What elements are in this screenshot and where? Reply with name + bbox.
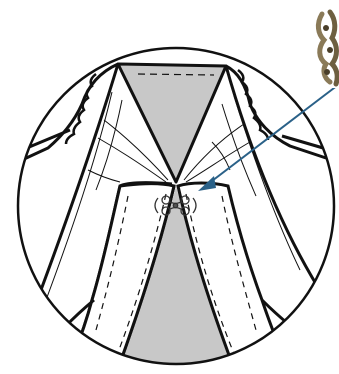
right-collar-scallop (238, 70, 268, 140)
circle-contents (22, 64, 330, 374)
fold-line (88, 170, 120, 182)
fold-line (98, 138, 166, 182)
pointer-arrow (198, 85, 338, 191)
center-back-gray-panel (118, 64, 226, 182)
fold-line (222, 104, 256, 196)
ornament-thumbnail (316, 8, 339, 88)
